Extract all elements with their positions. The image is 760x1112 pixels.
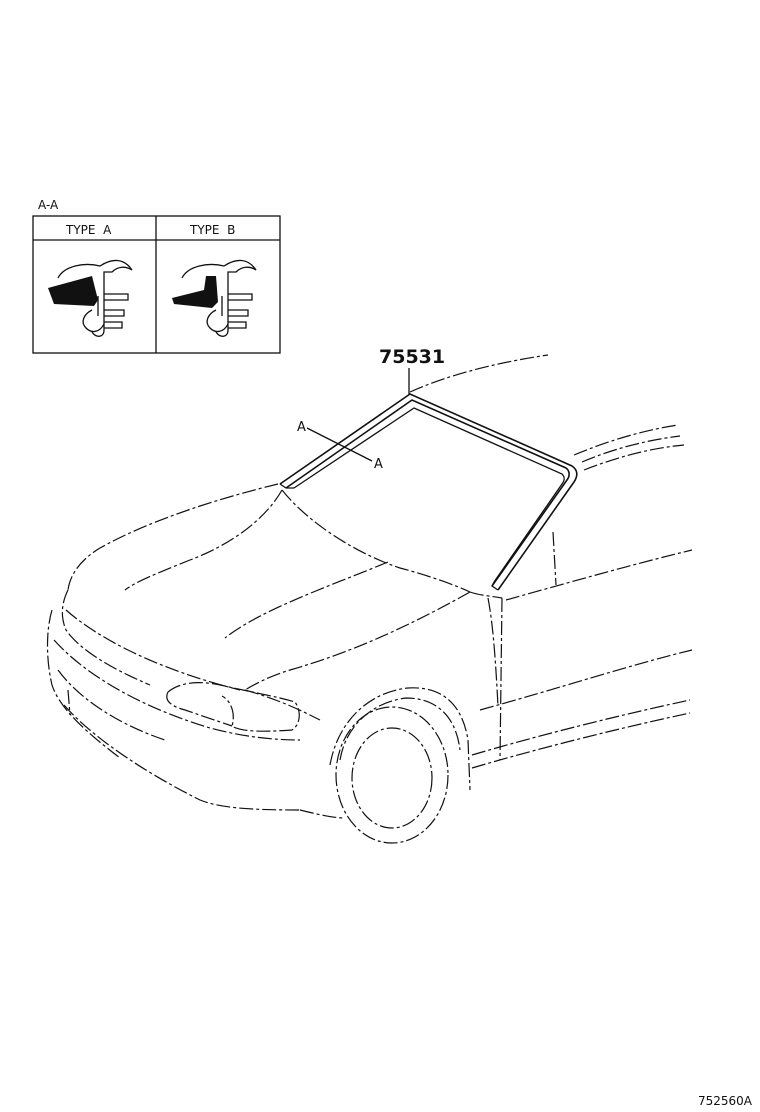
type-a-section-drawing xyxy=(48,259,133,337)
type-a-label: TYPE A xyxy=(65,223,112,237)
type-b-label: TYPE B xyxy=(189,223,235,237)
part-number[interactable]: 75531 xyxy=(379,346,445,368)
section-cut-marks: A A xyxy=(297,420,383,472)
windshield-molding[interactable] xyxy=(279,393,578,591)
section-label: A-A xyxy=(38,198,59,212)
part-callout: 75531 xyxy=(379,346,445,394)
type-b-section-drawing xyxy=(172,259,257,337)
section-mark-start: A xyxy=(297,420,306,435)
figure-id: 752560A xyxy=(698,1094,753,1108)
section-mark-end: A xyxy=(374,457,383,472)
vehicle-outline xyxy=(46,354,693,844)
section-inset: A-A TYPE A TYPE B xyxy=(32,198,281,354)
